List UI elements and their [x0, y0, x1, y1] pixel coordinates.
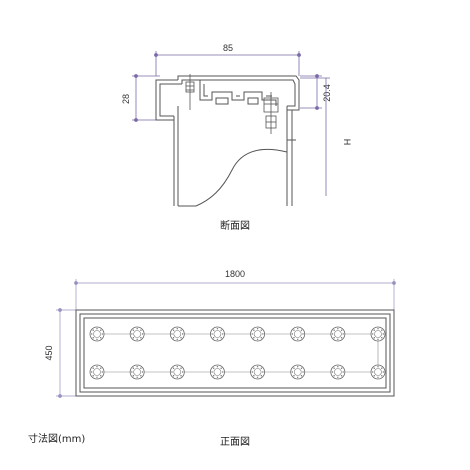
dim-right-height [300, 74, 322, 110]
dim-h [300, 77, 330, 196]
dim-height-front [56, 308, 76, 398]
unit-label: 寸法図(mm) [28, 432, 85, 445]
bulb-grid [89, 326, 386, 380]
bulb-socket [370, 364, 386, 380]
dim-h-label: H [342, 139, 352, 146]
dim-left-height-label: 28 [121, 94, 131, 104]
frame-profile [155, 75, 300, 207]
front-view-caption: 正面図 [220, 436, 250, 448]
dim-width-front [74, 279, 396, 310]
section-view-caption: 断面図 [220, 219, 250, 232]
bulb-socket [129, 326, 145, 342]
dim-right-height-label: 20.4 [322, 84, 332, 102]
bulb-socket [330, 364, 346, 380]
bulb-socket [129, 364, 145, 380]
bulb-socket [210, 326, 225, 342]
section-view: 85 28 20.4 H [121, 43, 352, 207]
bulb-socket [370, 326, 386, 342]
bulb-socket [89, 326, 105, 342]
bulb-socket [169, 326, 185, 342]
dim-left-height [132, 74, 160, 122]
screw-left [185, 74, 195, 110]
dim-height-front-label: 450 [44, 345, 54, 360]
bulb-socket [290, 326, 306, 342]
bulb-socket [330, 326, 346, 342]
bulb-socket [89, 364, 105, 380]
bulb-socket [250, 364, 265, 380]
dim-width-section [154, 51, 301, 76]
front-frame [75, 309, 395, 397]
bolt-nut [263, 92, 279, 134]
dim-width-section-label: 85 [223, 43, 233, 53]
bulb-socket [210, 364, 225, 380]
front-view: 1800 450 [44, 269, 396, 398]
bulb-socket [250, 326, 265, 342]
dim-width-front-label: 1800 [225, 269, 245, 279]
bulb-socket [169, 364, 185, 380]
bulb-socket [290, 364, 306, 380]
